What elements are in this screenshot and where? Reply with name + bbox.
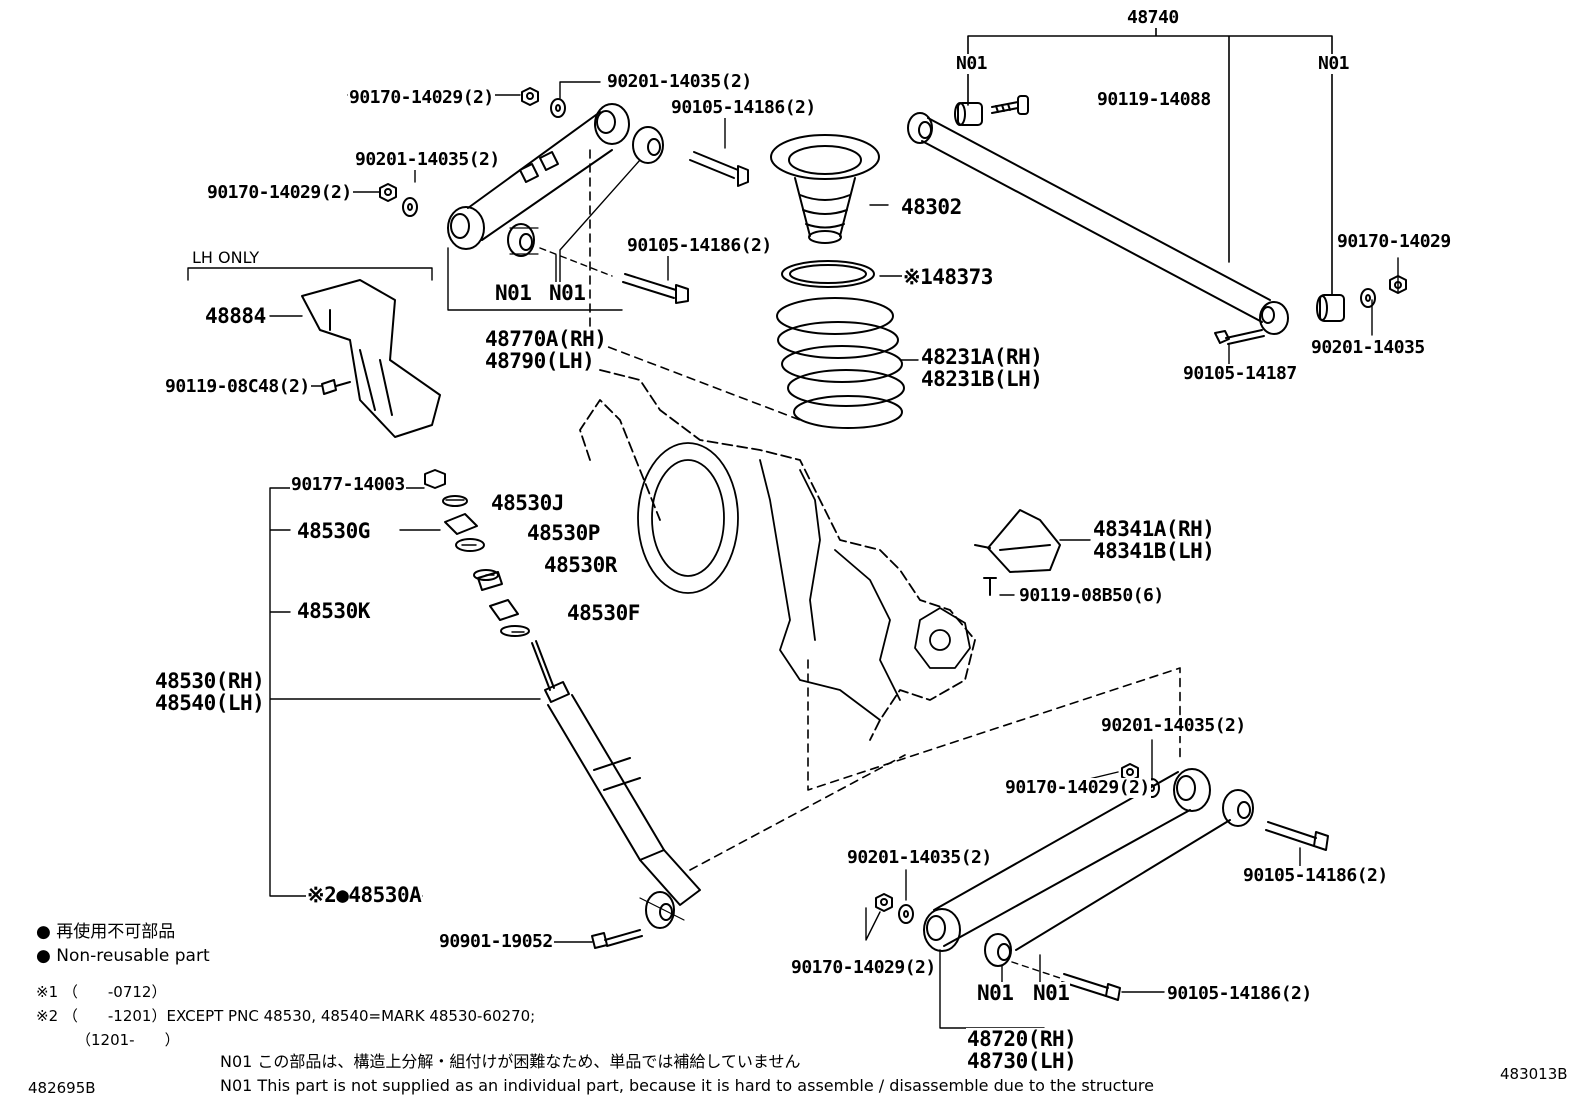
note-1: ※1 （ -0712） [36, 983, 167, 1001]
bushing-n01-top [954, 102, 983, 126]
label-48770a-rh: 48770A(RH) [484, 327, 608, 351]
bracket-48341 [974, 509, 1091, 596]
label-n01-lower-left: N01 [976, 981, 1015, 1005]
label-48530p: 48530P [526, 521, 601, 545]
axle-housing [579, 149, 1181, 871]
label-48740: 48740 [1126, 7, 1180, 28]
label-n01-lower-right: N01 [1032, 981, 1071, 1005]
label-48373: ※148373 [902, 265, 994, 289]
label-90201-14035-right: 90201-14035 [1310, 337, 1426, 358]
label-48720-rh: 48720(RH) [966, 1027, 1078, 1051]
label-48540-lh: 48540(LH) [154, 691, 266, 715]
label-48530g: 48530G [296, 519, 371, 543]
label-48790-lh: 48790(LH) [484, 349, 596, 373]
label-90201-14035-lower: 90201-14035(2) [1100, 715, 1247, 736]
label-90201-14035-bottom: 90201-14035(2) [846, 847, 993, 868]
label-48530a: ※2●48530A [306, 883, 423, 907]
label-90119-14088: 90119-14088 [1096, 89, 1212, 110]
label-90201-14035-mid: 90201-14035(2) [354, 149, 501, 170]
bolt-90105-14187 [1214, 329, 1265, 345]
bolt-90119-14088 [991, 95, 1029, 115]
bump-stop-48302 [770, 134, 889, 244]
label-n01-arm-right: N01 [548, 281, 587, 305]
washer-90201-right [1360, 288, 1376, 308]
label-48530r: 48530R [543, 553, 618, 577]
label-n01-top-right: N01 [1317, 53, 1351, 74]
label-90105-14187: 90105-14187 [1182, 363, 1298, 384]
label-48302: 48302 [900, 195, 963, 219]
label-n01-arm-left: N01 [494, 281, 533, 305]
legend-non-reusable-jp: ● 再使用不可部品 [36, 922, 176, 942]
label-90105-14186-bottom: 90105-14186(2) [1166, 983, 1313, 1004]
note-2-continued: （1201- ） [76, 1031, 180, 1049]
label-90170-14029-right: 90170-14029 [1336, 231, 1452, 252]
label-48341a-rh: 48341A(RH) [1092, 517, 1216, 541]
label-90105-14186-upper: 90105-14186(2) [670, 97, 817, 118]
label-48530-rh: 48530(RH) [154, 669, 266, 693]
label-90177-14003: 90177-14003 [290, 474, 406, 495]
label-48530f: 48530F [566, 601, 641, 625]
upper-control-arm [447, 103, 664, 311]
bushing-n01-right [1316, 294, 1345, 322]
label-n01-top-left: N01 [955, 53, 989, 74]
label-90201-14035-upper: 90201-14035(2) [606, 71, 753, 92]
label-48341b-lh: 48341B(LH) [1092, 539, 1216, 563]
label-90170-14029-lower: 90170-14029(2) [1004, 777, 1151, 798]
label-90119-08c48: 90119-08C48(2) [164, 376, 311, 397]
bracket-48884 [187, 267, 441, 438]
label-48231a-rh: 48231A(RH) [920, 345, 1044, 369]
footer-n01-en: N01 This part is not supplied as an indi… [220, 1076, 1154, 1095]
seat-48373 [781, 260, 903, 288]
legend-non-reusable-en: ● Non-reusable part [36, 946, 210, 966]
footer-n01-jp: N01 この部品は、構造上分解・組付けが困難なため、単品では補給していません [220, 1052, 801, 1071]
label-48231b-lh: 48231B(LH) [920, 367, 1044, 391]
label-90170-14029-upper: 90170-14029(2) [348, 87, 495, 108]
diagram-code-left: 482695B [28, 1079, 96, 1097]
label-90105-14186-lower: 90105-14186(2) [1242, 865, 1389, 886]
label-48730-lh: 48730(LH) [966, 1049, 1078, 1073]
coil-spring-48231 [776, 297, 919, 429]
label-90170-14029-bottom: 90170-14029(2) [790, 957, 937, 978]
label-48884: 48884 [204, 304, 267, 328]
label-90119-08b50: 90119-08B50(6) [1018, 585, 1165, 606]
label-90105-14186-mid: 90105-14186(2) [626, 235, 773, 256]
label-90901-19052: 90901-19052 [438, 931, 554, 952]
label-48530k: 48530K [296, 599, 371, 623]
note-2: ※2 （ -1201）EXCEPT PNC 48530, 48540=MARK … [36, 1007, 536, 1025]
label-48530j: 48530J [490, 491, 565, 515]
label-lh-only: LH ONLY [192, 248, 260, 267]
diagram-code-right: 483013B [1500, 1065, 1568, 1083]
lateral-rod-48740 [907, 27, 1333, 335]
label-90170-14029-mid: 90170-14029(2) [206, 182, 353, 203]
shock-absorber [269, 469, 701, 949]
